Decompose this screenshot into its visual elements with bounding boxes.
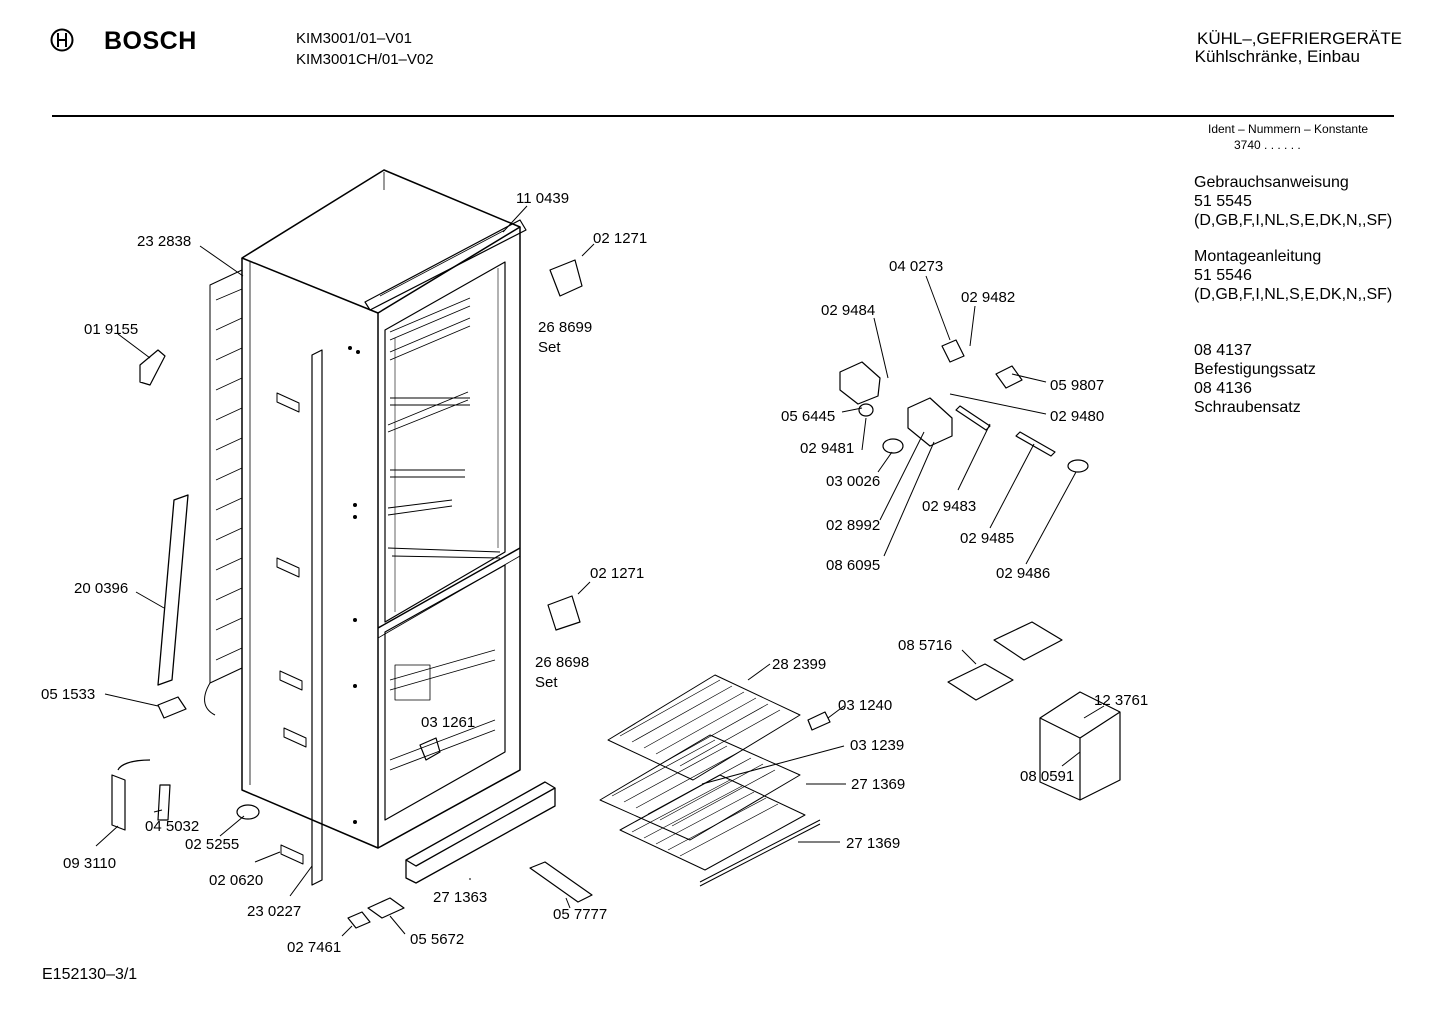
part-label-029483: 02 9483 — [922, 498, 977, 515]
part-label-055672: 05 5672 — [410, 931, 465, 948]
clip-019155-drawing — [140, 350, 165, 385]
manual-block: Gebrauchsanweisung 51 5545 (D,GB,F,I,NL,… — [1194, 173, 1392, 230]
category-title: KÜHL–,GEFRIERGERÄTE — [1197, 29, 1402, 48]
part-label-019155: 01 9155 — [84, 321, 139, 338]
part-label-282399: 28 2399 — [772, 656, 827, 673]
ident-value: 3740 . . . . . . — [1234, 138, 1301, 152]
part-label-051533: 05 1533 — [41, 686, 96, 703]
kit-name-2: Schraubensatz — [1194, 399, 1301, 416]
header-divider — [52, 115, 1394, 117]
part-label-031261: 03 1261 — [421, 714, 476, 731]
manual-languages: (D,GB,F,I,NL,S,E,DK,N,,SF) — [1194, 212, 1393, 229]
installation-title: Montageanleitung — [1194, 248, 1322, 265]
drawing-code: E152130–3/1 — [42, 966, 138, 983]
model-number-1: KIM3001/01–V01 — [296, 30, 412, 47]
part-label-040273: 04 0273 — [889, 258, 944, 275]
part-057777-drawing — [530, 862, 592, 902]
part-label-268699: 26 8699 — [538, 319, 593, 336]
part-label-086095: 08 6095 — [826, 557, 881, 574]
lamp-040273-drawing — [942, 340, 964, 362]
ice-box-drawing — [1040, 692, 1120, 800]
kit-name-1: Befestigungssatz — [1194, 361, 1316, 378]
part-label-080591: 08 0591 — [1020, 768, 1075, 785]
kit-number-1: 08 4137 — [1194, 342, 1252, 359]
part-label-031240: 03 1240 — [838, 697, 893, 714]
part-label-045032: 04 5032 — [145, 818, 200, 835]
part-label-271369-a: 27 1369 — [851, 776, 906, 793]
side-clips — [277, 393, 306, 864]
part-label-268698: 26 8698 — [535, 654, 590, 671]
part-label-020620: 02 0620 — [209, 872, 264, 889]
part-label-232838: 23 2838 — [137, 233, 192, 250]
capillary-drawing — [112, 760, 170, 830]
part-label-031239: 03 1239 — [850, 737, 905, 754]
part-label-030026: 03 0026 — [826, 473, 881, 490]
part-label-029486: 02 9486 — [996, 565, 1051, 582]
part-label-021271-bottom: 02 1271 — [590, 565, 645, 582]
part-label-057777: 05 7777 — [553, 906, 608, 923]
clip-051533-drawing — [158, 697, 186, 718]
profile-200396-drawing — [158, 495, 188, 685]
part-label-029480: 02 9480 — [1050, 408, 1105, 425]
part-label-059807: 05 9807 — [1050, 377, 1105, 394]
cover-056445-drawing — [840, 362, 880, 404]
bosch-logo-icon — [50, 28, 74, 52]
bracket-059807-drawing — [996, 366, 1022, 388]
thermostat-housing-drawing — [908, 398, 952, 446]
part-label-028992: 02 8992 — [826, 517, 881, 534]
model-number-2: KIM3001CH/01–V02 — [296, 51, 434, 68]
part-label-021271-top: 02 1271 — [593, 230, 648, 247]
manual-number: 51 5545 — [1194, 193, 1252, 210]
part-label-093110: 09 3110 — [63, 855, 117, 872]
part-027461-drawing — [348, 912, 370, 928]
rod-029483-drawing — [956, 406, 990, 430]
part-label-123761: 12 3761 — [1094, 692, 1149, 709]
manual-title: Gebrauchsanweisung — [1194, 174, 1349, 191]
ident-title: Ident – Nummern – Konstante — [1208, 122, 1369, 136]
part-label-200396: 20 0396 — [74, 580, 129, 597]
part-029486-drawing — [1068, 460, 1088, 472]
part-label-271369-b: 27 1369 — [846, 835, 901, 852]
clip-031261-drawing — [420, 738, 440, 760]
part-label-271363: 27 1363 — [433, 889, 488, 906]
part-label-025255: 02 5255 — [185, 836, 240, 853]
evaporator-grid-drawing — [600, 675, 820, 886]
installation-number: 51 5546 — [1194, 267, 1252, 284]
part-025255-drawing — [237, 805, 259, 819]
part-label-029485: 02 9485 — [960, 530, 1015, 547]
installation-languages: (D,GB,F,I,NL,S,E,DK,N,,SF) — [1194, 286, 1393, 303]
part-label-056445: 05 6445 — [781, 408, 836, 425]
part-label-029484: 02 9484 — [821, 302, 876, 319]
kit-number-2: 08 4136 — [1194, 380, 1252, 397]
part-label-110439: 11 0439 — [516, 190, 570, 207]
part-030026-drawing — [883, 439, 903, 453]
cabinet-drawing — [242, 170, 526, 885]
kits-block: 08 4137 Befestigungssatz 08 4136 Schraub… — [1194, 341, 1316, 417]
part-label-029481: 02 9481 — [800, 440, 855, 457]
hinge-268698-drawing — [548, 596, 580, 630]
brand-name: BOSCH — [104, 27, 197, 55]
part-label-029482: 02 9482 — [961, 289, 1016, 306]
part-055672-drawing — [368, 898, 404, 918]
leader-lines — [96, 206, 1104, 936]
installation-block: Montageanleitung 51 5546 (D,GB,F,I,NL,S,… — [1194, 247, 1392, 304]
ice-tray-drawing — [948, 622, 1062, 700]
part-label-085716: 08 5716 — [898, 637, 953, 654]
part-label-set-top: Set — [538, 339, 561, 356]
back-condenser-drawing — [205, 270, 242, 715]
base-bar-drawing — [406, 782, 555, 883]
rod-029485-drawing — [1016, 432, 1055, 456]
part-label-set-bottom: Set — [535, 674, 558, 691]
screw-marks — [348, 346, 360, 824]
part-label-230227: 23 0227 — [247, 903, 302, 920]
hinge-268699-drawing — [550, 260, 582, 296]
part-029481-drawing — [859, 404, 873, 416]
category-subtitle: Kühlschränke, Einbau — [1194, 47, 1360, 66]
clip-031240-drawing — [808, 712, 830, 730]
part-label-027461: 02 7461 — [287, 939, 342, 956]
